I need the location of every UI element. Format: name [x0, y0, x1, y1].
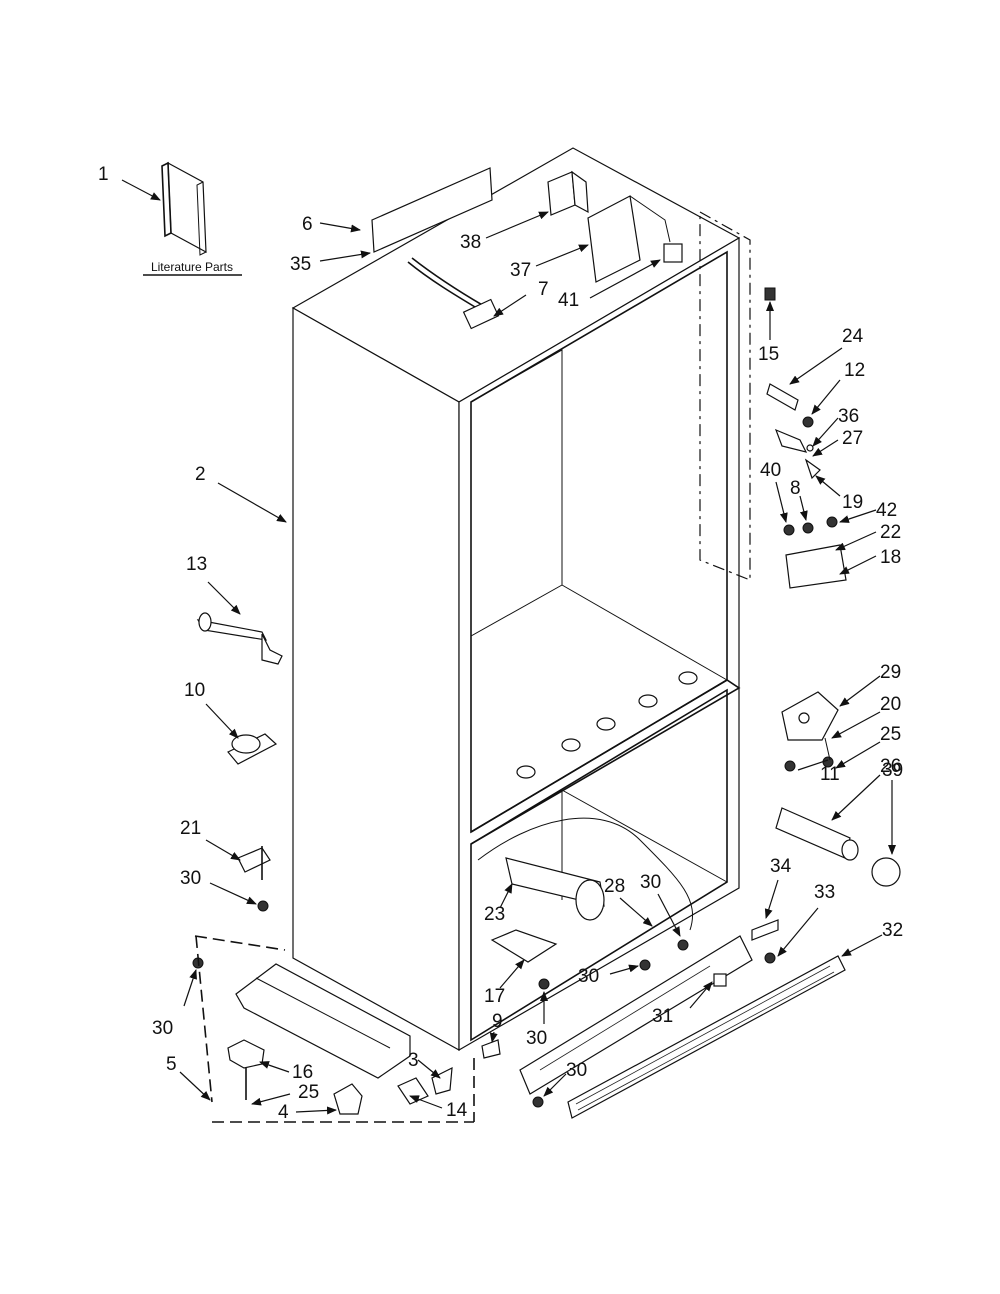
callout-6: 6: [302, 214, 313, 235]
callout-17: 17: [484, 986, 505, 1007]
callout-16: 16: [292, 1062, 313, 1083]
hinge-group-middle: [781, 691, 839, 772]
callout-30-bracket: 30: [526, 1028, 547, 1049]
screw-30-grille: [639, 959, 651, 971]
vent-bracket: [587, 195, 671, 283]
top-bracket-panel: [371, 167, 493, 253]
callout-36: 36: [838, 406, 859, 427]
callout-26: 26: [880, 756, 901, 777]
callout-19: 19: [842, 492, 863, 513]
callout-24: 24: [842, 326, 864, 347]
callout-3: 3: [408, 1050, 419, 1071]
callout-30-bottom: 30: [566, 1060, 587, 1081]
callout-23: 23: [484, 904, 505, 925]
callout-40: 40: [760, 460, 781, 481]
grille-panel: [519, 935, 753, 1095]
wire-harness: [407, 257, 500, 330]
callout-25-left: 25: [298, 1082, 319, 1103]
screw-30-left: [257, 900, 269, 912]
literature-parts-label: Literature Parts: [151, 260, 233, 274]
callout-41: 41: [558, 290, 579, 311]
callout-35: 35: [290, 254, 311, 275]
roller-assembly: [775, 807, 901, 887]
toe-grille-32: [567, 955, 846, 1119]
callout-8: 8: [790, 478, 801, 499]
damper-control: [663, 243, 683, 263]
screw-30-bracket: [538, 978, 550, 990]
callout-20: 20: [880, 694, 901, 715]
callout-22: 22: [880, 522, 901, 543]
clip-10: [227, 733, 278, 765]
callout-labels: 1 2 3 4 5 6 7 8 9 10 11 12 13 14 15 16 1…: [98, 164, 903, 1123]
callout-38: 38: [460, 232, 481, 253]
callout-42: 42: [876, 500, 897, 521]
callout-25-right: 25: [880, 724, 901, 745]
cabinet-shell: [291, 147, 741, 1052]
callout-12: 12: [844, 360, 865, 381]
callout-37: 37: [510, 260, 531, 281]
drain-pan-23: [505, 857, 605, 921]
screw-30-bottom: [532, 1096, 544, 1108]
callout-29: 29: [880, 662, 901, 683]
hinge-group-top: [764, 287, 847, 589]
part-34: [751, 919, 779, 941]
control-box: [547, 170, 589, 216]
callout-10: 10: [184, 680, 205, 701]
bracket-21: [237, 846, 271, 880]
callout-15: 15: [758, 344, 779, 365]
callout-30-freezer: 30: [640, 872, 661, 893]
callout-9: 9: [492, 1011, 503, 1032]
callout-31: 31: [652, 1006, 673, 1027]
screw-33: [764, 952, 776, 964]
callout-30-left: 30: [180, 868, 201, 889]
callout-2: 2: [195, 464, 206, 485]
callout-5: 5: [166, 1054, 177, 1075]
callout-30-bottom-left: 30: [152, 1018, 173, 1039]
callout-11: 11: [820, 764, 840, 785]
callout-1: 1: [98, 164, 109, 185]
callout-4: 4: [278, 1102, 289, 1123]
callout-39: 39: [882, 760, 903, 781]
screw-30-right: [677, 939, 689, 951]
callout-33: 33: [814, 882, 835, 903]
callout-18: 18: [880, 547, 901, 568]
callout-13: 13: [186, 554, 207, 575]
clip-9: [481, 1039, 501, 1059]
clip-31: [713, 973, 727, 987]
top-right-plate: [699, 210, 751, 581]
callout-32: 32: [882, 920, 903, 941]
leader-lines: [121, 179, 896, 1115]
callout-21: 21: [180, 818, 201, 839]
callout-7: 7: [538, 279, 549, 300]
callout-28: 28: [604, 876, 625, 897]
leveler-box: [194, 935, 475, 1123]
callout-14: 14: [446, 1100, 468, 1121]
callout-34: 34: [770, 856, 792, 877]
callout-27: 27: [842, 428, 863, 449]
callout-30-grille: 30: [578, 966, 599, 987]
tube-13: [196, 612, 283, 665]
literature-booklet: [143, 161, 242, 276]
bracket-17: [490, 929, 558, 963]
